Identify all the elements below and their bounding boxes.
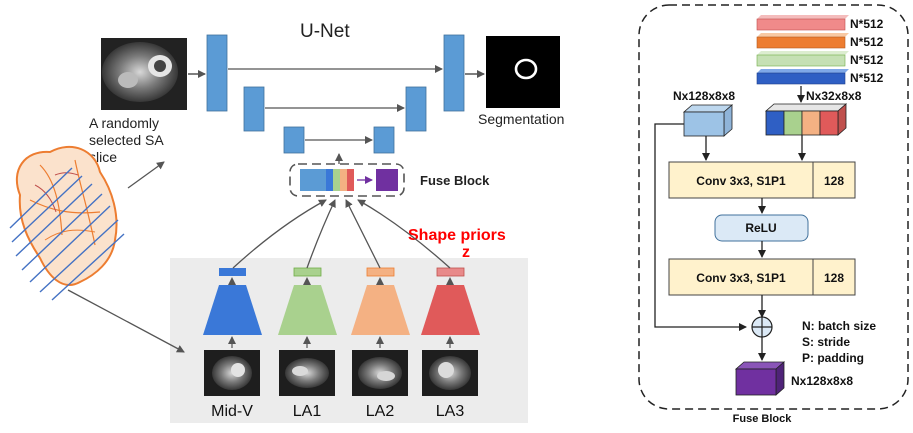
legend-batch-size: N: batch size [802, 319, 876, 333]
encoder-trapezoid-la2 [351, 285, 410, 335]
residual-connection [654, 123, 747, 331]
arrow-latent-mid-v-to-fuse [232, 199, 327, 269]
encoder-la3 [421, 267, 480, 335]
unet-decoder-block-2 [405, 86, 427, 132]
unet-bottleneck-left [283, 126, 305, 154]
prior-vector-1 [756, 15, 849, 31]
relu-label: ReLU [745, 221, 776, 235]
view-label-la3: LA3 [436, 403, 465, 420]
view-label-mid-v: Mid-V [211, 403, 253, 420]
latent-code-la1 [293, 267, 322, 277]
segmentation-label: Segmentation [478, 111, 564, 127]
fuse-block-label: Fuse Block [420, 173, 490, 188]
stack-label-1: N*512 [850, 17, 884, 31]
stack-label-4: N*512 [850, 71, 884, 85]
view-image-la2 [352, 350, 408, 396]
input-caption: A randomly selected SA slice [89, 115, 167, 165]
legend-padding: P: padding [802, 351, 864, 365]
view-label-la2: LA2 [366, 403, 395, 420]
fuse-prior-orange [340, 169, 347, 191]
conv2-channels: 128 [824, 271, 844, 285]
conv2-label: Conv 3x3, S1P1 [696, 271, 786, 285]
latent-code-la2 [366, 267, 395, 277]
arrow-latent-la2-to-fuse [345, 199, 381, 269]
view-image-la1 [279, 350, 335, 396]
fuse-prior-green [333, 169, 340, 191]
fuse-output-feature [376, 169, 398, 191]
encoder-mid-v [203, 268, 262, 335]
arrow-latent-la1-to-fuse [306, 199, 336, 269]
fuse-prior-blue [326, 169, 333, 191]
conv2-box [668, 258, 856, 296]
arrow-heart-to-slice [127, 161, 165, 189]
input-dimension-label: Nx128x8x8 [673, 89, 735, 103]
arrow-heart-to-views [67, 289, 185, 353]
view-label-la1: LA1 [293, 403, 322, 420]
conv1-channels: 128 [824, 174, 844, 188]
encoder-trapezoid-mid-v [203, 285, 262, 335]
input-caption-line-1: A randomly [89, 115, 159, 131]
fuse-block-container [289, 163, 405, 197]
unet-decoder-block-1 [443, 34, 465, 112]
fuse-prior-red [347, 169, 354, 191]
elementwise-sum-icon [751, 316, 773, 338]
encoder-trapezoid-la1 [278, 285, 337, 335]
input-sa-slice-image [101, 38, 187, 110]
encoder-trapezoid-la3 [421, 285, 480, 335]
conv1-box [668, 161, 856, 199]
view-image-la3 [422, 350, 478, 396]
heart-illustration [15, 145, 118, 286]
conv1-label: Conv 3x3, S1P1 [696, 174, 786, 188]
slice-planes [9, 167, 125, 301]
prior-vector-3 [756, 51, 849, 67]
unet-encoder-block-1 [206, 34, 228, 112]
output-dimension-label: Nx128x8x8 [791, 374, 853, 388]
output-feature-cube [734, 361, 786, 396]
unet-title: U-Net [300, 21, 350, 42]
fuse-block-detail-frame [638, 4, 909, 410]
latent-code-mid-v [219, 268, 246, 276]
fuse-input-feature [300, 169, 326, 191]
shape-priors-label: Shape priors [408, 227, 506, 244]
shape-priors-symbol: z [462, 244, 470, 261]
input-feature-cube [682, 104, 734, 137]
prior-vector-4 [756, 69, 849, 85]
prior-vector-2 [756, 33, 849, 49]
arrow-latent-la3-to-fuse [357, 199, 451, 269]
encoder-panel-background [170, 258, 528, 423]
prior-dimension-label: Nx32x8x8 [806, 89, 862, 103]
stack-label-3: N*512 [850, 53, 884, 67]
prior-vector-stack [756, 15, 849, 85]
unet-encoder-block-2 [243, 86, 265, 132]
fuse-block-caption: Fuse Block [733, 413, 793, 425]
encoder-la2 [351, 267, 410, 335]
stack-label-2: N*512 [850, 35, 884, 49]
unet-bottleneck-right [373, 126, 395, 154]
input-caption-line-2: selected SA [89, 132, 164, 148]
legend-stride: S: stride [802, 335, 850, 349]
view-image-mid-v [204, 350, 260, 396]
latent-code-la3 [436, 267, 465, 277]
encoder-la1 [278, 267, 337, 335]
prior-concat-cube [764, 103, 848, 136]
segmentation-output-image [486, 36, 560, 108]
